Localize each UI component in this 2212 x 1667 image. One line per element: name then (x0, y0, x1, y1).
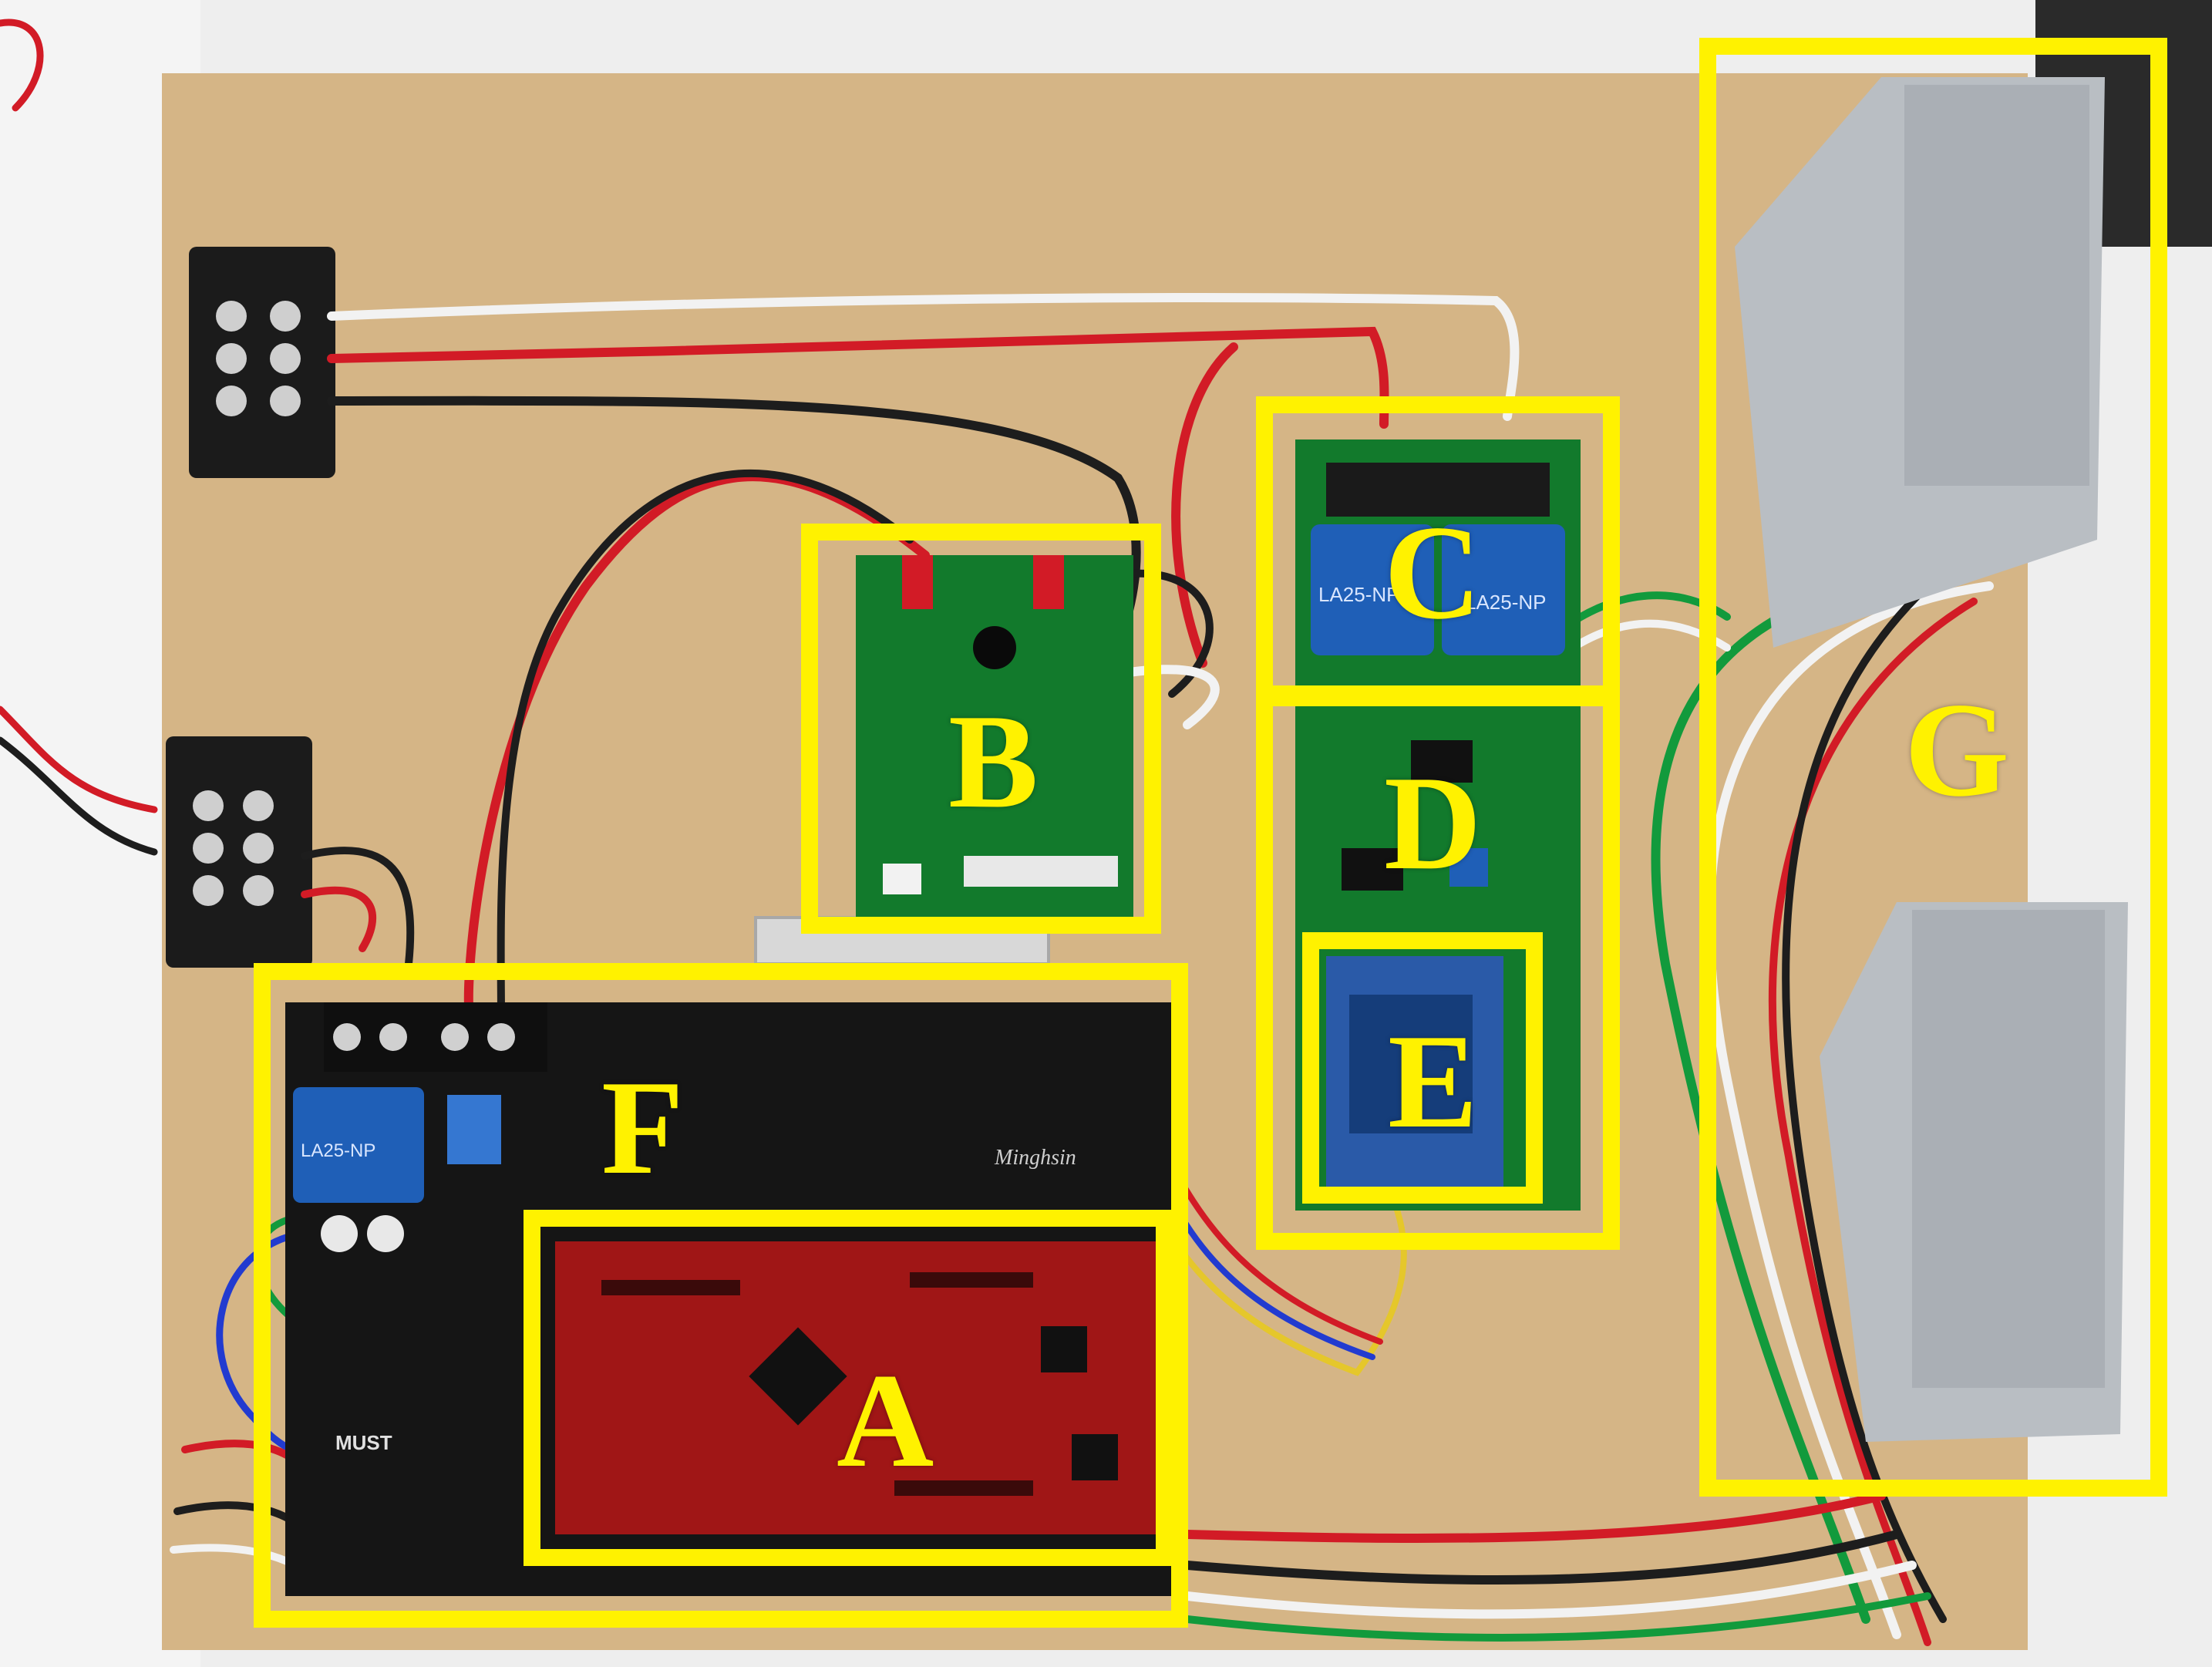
box-d (1256, 685, 1620, 1250)
box-b (801, 524, 1161, 934)
box-f (254, 963, 1188, 1628)
box-g (1699, 38, 2167, 1497)
f-brand-marking: Minghsin (994, 1146, 1076, 1170)
label-d: D (1384, 748, 1482, 897)
c-transducer-left-marking: LA25-NP (1318, 583, 1400, 606)
pcb-b (856, 555, 1133, 918)
box-a (524, 1210, 1173, 1566)
pcb-e-module (1326, 956, 1503, 1187)
c-transducer-right-marking: LA25-NP (1465, 591, 1547, 614)
terminal-block-middle (166, 736, 312, 968)
label-g: G (1904, 675, 2010, 824)
box-e (1302, 932, 1543, 1204)
label-e: E (1388, 1006, 1478, 1156)
pcb-a (555, 1241, 1157, 1534)
terminal-block-top (189, 247, 335, 478)
label-b: B (948, 686, 1039, 836)
label-a: A (837, 1345, 934, 1495)
f-transducer-marking: LA25-NP (301, 1140, 375, 1161)
pcb-c: LA25-NP LA25-NP (1295, 439, 1581, 686)
f-logo-marking: MUST (335, 1431, 392, 1454)
label-f: F (601, 1052, 684, 1202)
label-c: C (1384, 497, 1482, 647)
power-supplies (1735, 77, 2128, 1442)
